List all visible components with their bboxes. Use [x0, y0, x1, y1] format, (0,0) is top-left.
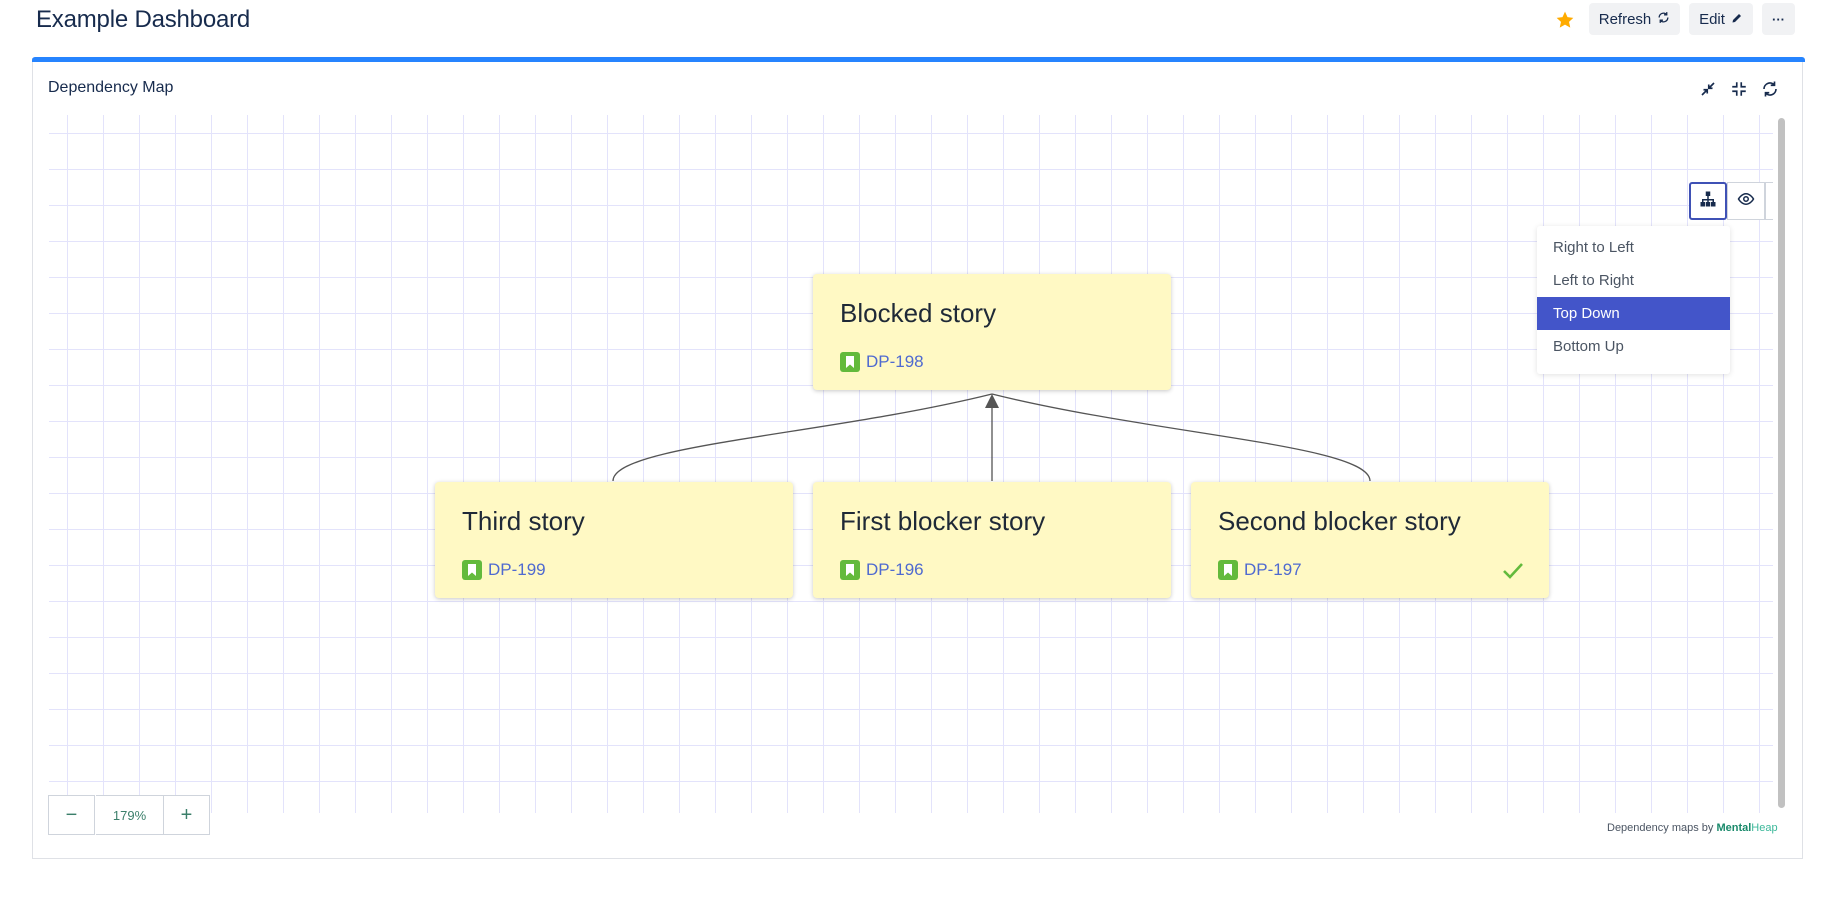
story-bookmark-icon — [840, 352, 860, 372]
issue-key-link[interactable]: DP-198 — [840, 352, 924, 372]
issue-key: DP-198 — [866, 352, 924, 371]
edit-button[interactable]: Edit — [1689, 3, 1753, 35]
card-title: Third story — [462, 506, 585, 536]
refresh-label: Refresh — [1598, 10, 1652, 28]
attribution-prefix: Dependency maps by — [1607, 822, 1717, 834]
issue-key-link[interactable]: DP-197 — [1218, 560, 1302, 580]
check-icon — [1501, 560, 1525, 582]
issue-key-link[interactable]: DP-199 — [462, 560, 546, 580]
zoom-out-button[interactable]: − — [48, 795, 95, 835]
issue-key: DP-197 — [1244, 560, 1302, 579]
dependency-card[interactable]: Blocked story DP-198 — [813, 274, 1171, 390]
visibility-button[interactable] — [1727, 182, 1765, 220]
issue-key: DP-196 — [866, 560, 924, 579]
edge-third-to-blocked — [612, 393, 993, 482]
plus-icon: + — [180, 803, 193, 826]
story-bookmark-icon — [462, 560, 482, 580]
card-title: Second blocker story — [1218, 506, 1461, 536]
refresh-button[interactable]: Refresh — [1589, 3, 1680, 35]
panel-accent-bar — [32, 57, 1805, 62]
zoom-in-button[interactable]: + — [163, 795, 210, 835]
hierarchy-icon — [1699, 190, 1717, 213]
story-bookmark-icon — [1218, 560, 1238, 580]
pencil-icon — [1731, 11, 1743, 28]
collapse-icon[interactable] — [1727, 77, 1751, 101]
refresh-icon — [1657, 11, 1670, 28]
attribution: Dependency maps by MentalHeap — [1607, 822, 1778, 834]
dashboard-header: Example Dashboard Refresh Edit ··· — [0, 0, 1840, 48]
menu-item-bottom-up[interactable]: Bottom Up — [1553, 338, 1624, 355]
more-icon: ··· — [1772, 11, 1785, 27]
edit-label: Edit — [1699, 10, 1725, 28]
brand-mental[interactable]: Mental — [1716, 822, 1752, 834]
issue-key-link[interactable]: DP-196 — [840, 560, 924, 580]
refresh-map-button[interactable] — [1765, 182, 1773, 220]
minus-icon: − — [65, 803, 78, 826]
card-title: First blocker story — [840, 506, 1046, 536]
menu-item-left-to-right[interactable]: Left to Right — [1553, 272, 1634, 289]
story-bookmark-icon — [840, 560, 860, 580]
layout-direction-menu: Right to Left Left to Right Top Down Bot… — [1537, 226, 1730, 374]
menu-item-top-down[interactable]: Top Down — [1537, 297, 1730, 330]
dependency-card[interactable]: Second blocker story DP-197 — [1191, 482, 1549, 598]
reload-icon[interactable] — [1758, 77, 1782, 101]
minimize-icon[interactable] — [1696, 77, 1720, 101]
brand-heap[interactable]: Heap — [1751, 822, 1778, 834]
zoom-level: 179% — [96, 795, 163, 835]
more-button[interactable]: ··· — [1762, 3, 1795, 35]
dependency-map-panel: Dependency Map Blocked story — [32, 57, 1805, 859]
layout-direction-button[interactable] — [1689, 182, 1727, 220]
panel-title: Dependency Map — [48, 79, 174, 96]
dependency-edges — [612, 393, 1371, 482]
star-icon[interactable] — [1553, 8, 1577, 32]
arrow-head — [985, 394, 999, 408]
dependency-canvas[interactable]: Blocked story DP-198 Third story DP-199 … — [49, 115, 1773, 813]
eye-icon — [1737, 190, 1755, 213]
canvas-scrollbar[interactable] — [1778, 118, 1785, 808]
dependency-card[interactable]: First blocker story DP-196 — [813, 482, 1171, 598]
dependency-card[interactable]: Third story DP-199 — [435, 482, 793, 598]
issue-key: DP-199 — [488, 560, 546, 579]
card-title: Blocked story — [840, 298, 997, 328]
menu-item-right-to-left[interactable]: Right to Left — [1553, 239, 1634, 256]
page-title: Example Dashboard — [36, 6, 251, 33]
edge-second-to-blocked — [991, 393, 1371, 482]
